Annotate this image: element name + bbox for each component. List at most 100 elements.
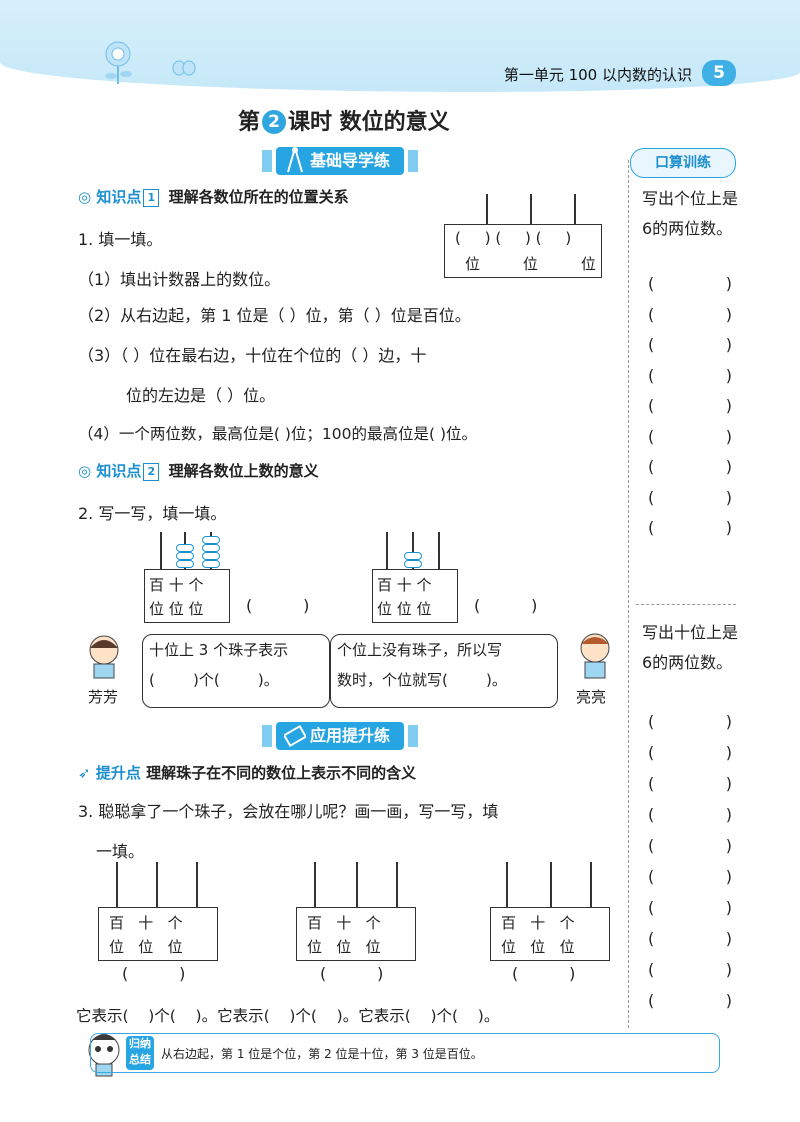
blank-close: ) bbox=[725, 898, 732, 917]
counter-rod bbox=[486, 194, 488, 224]
sidebar-answer-blank[interactable]: () bbox=[648, 867, 732, 886]
abacus-labels-top: 百 十 个 bbox=[149, 576, 204, 594]
summary-text: 从右边起，第 1 位是个位，第 2 位是十位，第 3 位是百位。 bbox=[161, 1047, 483, 1061]
bubble-right-line2: 数时，个位就写( )。 bbox=[337, 671, 507, 689]
abacus-labels-bottom: 位 位 位 bbox=[377, 600, 432, 618]
blank-close: ) bbox=[725, 867, 732, 886]
sunflower-icon bbox=[105, 41, 132, 84]
sidebar-answer-blank[interactable]: () bbox=[648, 488, 732, 507]
abacus-rod-tens bbox=[412, 532, 414, 570]
mascot-icon bbox=[88, 1034, 120, 1077]
sidebar-answer-blank[interactable]: () bbox=[648, 274, 732, 293]
q1-item-2: （2）从右边起，第 1 位是（ ）位，第（ ）位是百位。 bbox=[78, 306, 471, 325]
bead bbox=[202, 552, 220, 560]
girl-character-icon bbox=[89, 635, 119, 679]
compass-icon bbox=[287, 147, 303, 173]
kp3-tag: 提升点 bbox=[95, 764, 141, 782]
sidebar-answer-blank[interactable]: () bbox=[648, 743, 732, 762]
sidebar-answer-blank[interactable]: () bbox=[648, 427, 732, 446]
summary-tag: 归纳总结 bbox=[126, 1036, 154, 1070]
sidebar-title: 口算训练 bbox=[630, 148, 736, 178]
blank-close: ) bbox=[725, 335, 732, 354]
q2-answer-left: ( ) bbox=[246, 596, 310, 615]
abacus-rod bbox=[156, 862, 158, 908]
q3-answer-1: ( ) bbox=[122, 964, 186, 983]
q2-answer-right: ( ) bbox=[474, 596, 538, 615]
kp1-text: 理解各数位所在的位置关系 bbox=[168, 188, 349, 206]
abacus-labels-bottom: 位 位 位 bbox=[149, 600, 204, 618]
q3-title-2: 一填。 bbox=[96, 842, 145, 861]
blank-open: ( bbox=[648, 518, 655, 537]
sidebar-answer-blank[interactable]: () bbox=[648, 366, 732, 385]
rocket-icon: ➶ bbox=[78, 764, 91, 782]
q1-item-4: （4）一个两位数，最高位是( )位；100的最高位是( )位。 bbox=[78, 425, 477, 443]
blank-open: ( bbox=[648, 335, 655, 354]
sidebar-answer-blank[interactable]: () bbox=[648, 836, 732, 855]
sidebar-answer-blank[interactable]: () bbox=[648, 396, 732, 415]
sidebar-answer-blank[interactable]: () bbox=[648, 457, 732, 476]
banner-applied-label: 应用提升练 bbox=[310, 726, 391, 745]
blank-close: ) bbox=[725, 487, 732, 507]
ruler-icon bbox=[284, 724, 306, 748]
blank-close: ) bbox=[725, 836, 732, 855]
sidebar-answer-blank[interactable]: () bbox=[648, 991, 732, 1010]
abacus-rod-hundreds bbox=[160, 532, 162, 570]
q3-abacus-frame-2: 百 十 个 位 位 位 bbox=[296, 907, 416, 961]
sidebar-answer-blank[interactable]: () bbox=[648, 929, 732, 948]
sidebar-answer-blank[interactable]: () bbox=[648, 335, 732, 354]
q1-item-1: （1）填出计数器上的数位。 bbox=[78, 270, 281, 289]
blank-open: ( bbox=[648, 487, 655, 507]
header-background bbox=[0, 0, 800, 92]
abacus-frame-right: 百 十 个 位 位 位 bbox=[372, 569, 458, 623]
sidebar-answer-blank[interactable]: () bbox=[648, 960, 732, 979]
blank-open: ( bbox=[648, 929, 655, 948]
bead bbox=[404, 552, 422, 560]
sidebar-answer-blank[interactable]: () bbox=[648, 712, 732, 731]
q3-labels-top: 百 十 个 bbox=[307, 914, 381, 932]
blank-close: ) bbox=[725, 426, 732, 446]
speech-bubble-right: 个位上没有珠子，所以写 数时，个位就写( )。 bbox=[330, 634, 558, 708]
blank-open: ( bbox=[648, 365, 655, 385]
abacus-rod bbox=[116, 862, 118, 908]
q3-abacus-frame-1: 百 十 个 位 位 位 bbox=[98, 907, 218, 961]
q3-abacus-frame-3: 百 十 个 位 位 位 bbox=[490, 907, 610, 961]
blank-close: ) bbox=[725, 304, 732, 324]
kp1-tag: 知识点 bbox=[96, 188, 142, 206]
blank-open: ( bbox=[648, 426, 655, 446]
blank-open: ( bbox=[648, 457, 655, 476]
blank-open: ( bbox=[648, 960, 655, 979]
sidebar-answer-blank[interactable]: () bbox=[648, 898, 732, 917]
kp2-tag: 知识点 bbox=[96, 462, 142, 480]
q3-labels-top: 百 十 个 bbox=[109, 914, 183, 932]
blank-open: ( bbox=[648, 867, 655, 886]
summary-box: 从右边起，第 1 位是个位，第 2 位是十位，第 3 位是百位。 bbox=[90, 1033, 720, 1073]
kp2-text: 理解各数位上数的意义 bbox=[168, 462, 319, 480]
sidebar-answer-blank[interactable]: () bbox=[648, 805, 732, 824]
abacus-labels-top: 百 十 个 bbox=[377, 576, 432, 594]
blank-open: ( bbox=[648, 396, 655, 415]
sidebar-answer-blank[interactable]: () bbox=[648, 305, 732, 324]
q1-item-3: （3）（ ）位在最右边，十位在个位的（ ）边，十 bbox=[78, 346, 427, 365]
abacus-rod-hundreds bbox=[386, 532, 388, 570]
sidebar-answer-blank[interactable]: () bbox=[648, 518, 732, 537]
boy-character-icon bbox=[580, 633, 610, 679]
blank-close: ) bbox=[725, 929, 732, 948]
sidebar-task-1: 写出个位上是6的两位数。 bbox=[642, 189, 739, 238]
abacus-rod bbox=[396, 862, 398, 908]
target-icon: ◎ bbox=[78, 188, 92, 206]
bubble-left-line1: 十位上 3 个珠子表示 bbox=[149, 641, 289, 659]
q1-title: 1. 填一填。 bbox=[78, 230, 163, 249]
abacus-rod bbox=[196, 862, 198, 908]
abacus-rod bbox=[550, 862, 552, 908]
blank-open: ( bbox=[648, 991, 655, 1010]
bubble-left-line2: ( )个( )。 bbox=[149, 671, 279, 689]
sidebar-answer-blank[interactable]: () bbox=[648, 774, 732, 793]
blank-open: ( bbox=[648, 898, 655, 917]
blank-close: ) bbox=[725, 991, 732, 1010]
bead bbox=[202, 544, 220, 552]
counter-rod bbox=[530, 194, 532, 224]
bubble-right-line1: 个位上没有珠子，所以写 bbox=[337, 641, 503, 659]
sidebar-divider bbox=[628, 160, 629, 1028]
